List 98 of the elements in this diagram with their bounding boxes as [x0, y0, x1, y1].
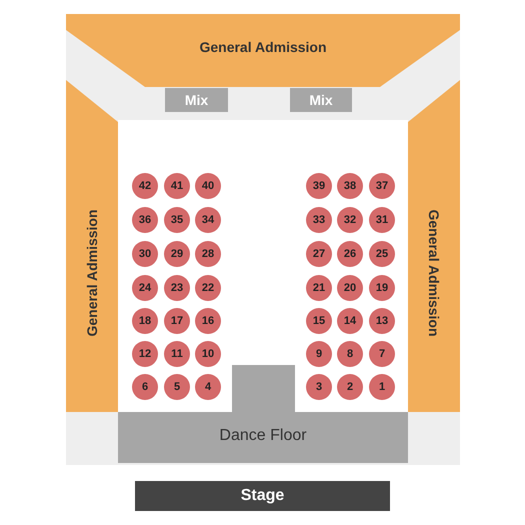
seat-number: 13 [376, 315, 388, 327]
table-seat [337, 207, 363, 233]
seat-number: 7 [378, 348, 386, 360]
seat-number: 23 [170, 282, 184, 294]
seat-number: 20 [344, 282, 356, 294]
seat-number: 11 [171, 348, 183, 360]
table-seat [195, 173, 221, 199]
table-seat [164, 308, 190, 334]
seat-number: 31 [376, 214, 388, 226]
seat-number: 3 [316, 381, 322, 393]
table-seat [306, 341, 332, 367]
seat-number: 16 [202, 315, 214, 327]
seat-number: 15 [312, 315, 326, 327]
seat-number: 2 [346, 381, 354, 393]
table-seat [164, 241, 190, 267]
section-label: General Admission [199, 39, 327, 56]
table-seat [195, 341, 221, 367]
seat-number: 6 [142, 381, 148, 393]
stage [135, 481, 390, 511]
table-seat [306, 374, 332, 400]
seat-number: 9 [316, 348, 322, 360]
seat-number: 8 [346, 348, 354, 360]
table-seat [132, 308, 158, 334]
table-seat [132, 341, 158, 367]
seat-number: 32 [344, 214, 356, 226]
mix-position [165, 88, 228, 112]
seat-number: 4 [204, 381, 212, 393]
seat-number: 24 [138, 282, 152, 294]
table-seat [132, 173, 158, 199]
table-seat [306, 275, 332, 301]
seat-number: 19 [376, 282, 388, 294]
seat-number: 33 [312, 214, 326, 226]
table-seat [337, 308, 363, 334]
table-seat [306, 241, 332, 267]
general-admission-section [66, 14, 460, 88]
section-label: Dance Floor [219, 426, 307, 445]
seat-number: 28 [202, 248, 214, 260]
table-seat [337, 374, 363, 400]
seat-number: 22 [202, 282, 214, 294]
seat-number: 39 [312, 180, 326, 192]
table-seat [195, 207, 221, 233]
seat-number: 27 [312, 248, 326, 260]
table-seat [369, 241, 395, 267]
section-label: General Admission [84, 209, 100, 336]
seat-number: 36 [138, 214, 152, 226]
general-admission-section [66, 80, 118, 412]
table-seat [306, 308, 332, 334]
table-seat [164, 173, 190, 199]
table-seat [337, 173, 363, 199]
table-seat [337, 241, 363, 267]
table-seat [369, 173, 395, 199]
table-seat [195, 374, 221, 400]
table-seat [369, 374, 395, 400]
table-seat [306, 173, 332, 199]
seat-number: 18 [138, 315, 152, 327]
section-label: Mix [309, 92, 333, 108]
seat-number: 37 [376, 180, 388, 192]
seat-number: 26 [344, 248, 356, 260]
table-seat [195, 308, 221, 334]
table-seat [132, 374, 158, 400]
table-seat [164, 341, 190, 367]
seat-number: 40 [202, 180, 214, 192]
seat-number: 41 [170, 180, 184, 192]
table-seat [195, 275, 221, 301]
seat-number: 38 [344, 180, 356, 192]
general-admission-section [408, 80, 460, 412]
seat-number: 17 [170, 315, 184, 327]
table-seat [369, 207, 395, 233]
seat-number: 30 [138, 248, 152, 260]
table-seat [132, 275, 158, 301]
seat-number: 21 [312, 282, 326, 294]
table-seat [369, 275, 395, 301]
section-label: Stage [240, 487, 284, 505]
table-seat [195, 241, 221, 267]
mix-position [290, 88, 352, 112]
seat-number: 5 [174, 381, 180, 393]
seat-number: 12 [138, 348, 152, 360]
table-seat [306, 207, 332, 233]
seat-number: 1 [378, 381, 386, 393]
seat-number: 42 [138, 180, 152, 192]
table-seat [369, 308, 395, 334]
table-seat [164, 374, 190, 400]
seat-number: 10 [202, 348, 214, 360]
seat-number: 29 [170, 248, 184, 260]
table-seat [132, 241, 158, 267]
table-seat [337, 341, 363, 367]
seat-number: 14 [344, 315, 356, 327]
table-seat [369, 341, 395, 367]
seat-number: 35 [170, 214, 184, 226]
table-seat [132, 207, 158, 233]
dance-floor [118, 365, 408, 463]
seat-number: 34 [202, 214, 214, 226]
table-seat [337, 275, 363, 301]
section-label: General Admission [426, 209, 442, 336]
seat-number: 25 [376, 248, 388, 260]
section-label: Mix [184, 92, 208, 108]
table-seat [164, 207, 190, 233]
table-seat [164, 275, 190, 301]
